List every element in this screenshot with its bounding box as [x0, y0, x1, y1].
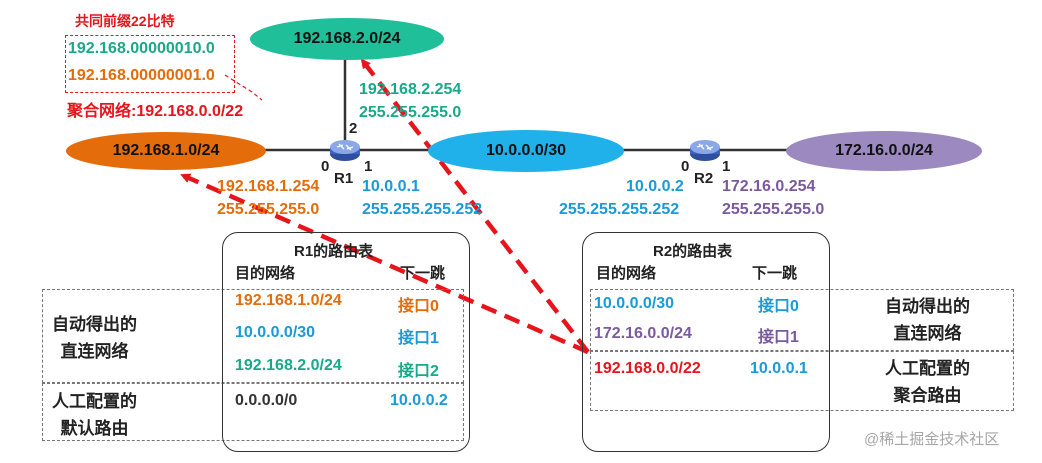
right-auto-line1: 自动得出的	[885, 297, 970, 316]
prefix-note-box	[65, 35, 235, 93]
network-middle-label: 10.0.0.0/30	[485, 142, 567, 159]
left-auto-line2: 直连网络	[60, 342, 129, 361]
right-manual-line2: 聚合路由	[893, 386, 962, 405]
r2-if1-ip: 172.16.0.254	[722, 178, 816, 195]
r2-col-next: 下一跳	[752, 265, 798, 282]
network-right: 172.16.0.0/24	[786, 131, 982, 171]
r1-port2: 2	[349, 120, 358, 137]
r2-table-box	[582, 232, 830, 452]
watermark: @稀土掘金技术社区	[864, 431, 1000, 448]
r2-table-title: R2的路由表	[653, 243, 733, 260]
r2-row0-dest: 10.0.0.0/30	[594, 295, 675, 312]
r2-row2-dest: 192.168.0.0/22	[594, 360, 701, 377]
r1-col-dest: 目的网络	[235, 265, 296, 282]
r2-row0-next: 接口0	[758, 298, 799, 315]
network-middle: 10.0.0.0/30	[428, 130, 624, 172]
r2-if0-mask: 255.255.255.252	[559, 201, 680, 218]
r1-if1-mask: 255.255.255.252	[362, 201, 483, 218]
left-manual-band	[42, 383, 464, 441]
r1-row2-dest: 192.168.2.0/24	[235, 357, 342, 374]
left-manual-line1: 人工配置的	[52, 392, 137, 411]
r1-port0: 0	[321, 158, 330, 175]
summary-arrow-top	[360, 58, 590, 354]
r1-row0-dest: 192.168.1.0/24	[235, 292, 342, 309]
right-manual-band	[590, 351, 1014, 411]
network-left: 192.168.1.0/24	[66, 132, 266, 170]
r1-if0-ip: 192.168.1.254	[217, 178, 320, 195]
right-manual-line1: 人工配置的	[885, 359, 970, 378]
prefix-note-line1-suffix: 10.0	[183, 40, 215, 57]
prefix-note-line1: 192.168.00000010.0	[68, 40, 215, 58]
prefix-note-line2: 192.168.00000001.0	[68, 67, 215, 84]
r1-col-next: 下一跳	[400, 265, 446, 282]
right-auto-band	[590, 289, 1014, 351]
left-manual-line2: 默认路由	[60, 419, 129, 438]
left-auto-band	[42, 289, 464, 383]
r2-port0: 0	[681, 158, 690, 175]
r1-row0-next: 接口0	[398, 298, 439, 315]
r2-if1-mask: 255.255.255.0	[722, 201, 825, 218]
network-right-label: 172.16.0.0/24	[835, 142, 933, 159]
r1-table-box	[222, 232, 470, 452]
prefix-note-summary: 聚合网络:192.168.0.0/22	[67, 103, 244, 120]
r1-if2-ip: 192.168.2.254	[359, 81, 462, 98]
prefix-note-line1-prefix: 192.168.000000	[68, 40, 184, 57]
r2-port1: 1	[722, 158, 731, 175]
r2-row1-next: 接口1	[758, 329, 799, 346]
r1-row1-next: 接口1	[398, 330, 439, 347]
r1-label: R1	[334, 170, 354, 187]
r2-row1-dest: 172.16.0.0/24	[594, 325, 692, 342]
r2-row2-next: 10.0.0.1	[750, 360, 808, 377]
r1-if2-mask: 255.255.255.0	[359, 104, 462, 121]
network-left-label: 192.168.1.0/24	[112, 142, 220, 159]
r1-row3-dest: 0.0.0.0/0	[235, 392, 298, 409]
r1-table-title: R1的路由表	[294, 243, 374, 260]
network-top: 192.168.2.0/24	[250, 18, 444, 60]
network-top-label: 192.168.2.0/24	[293, 30, 401, 47]
right-manual-label: 人工配置的 聚合路由	[885, 355, 970, 409]
r2-label: R2	[694, 170, 714, 187]
left-auto-label: 自动得出的 直连网络	[52, 311, 137, 365]
prefix-note-title: 共同前缀22比特	[75, 13, 175, 29]
right-auto-line2: 直连网络	[893, 324, 962, 343]
r1-row2-next: 接口2	[398, 363, 439, 380]
r1-row1-dest: 10.0.0.0/30	[235, 324, 316, 341]
r1-if0-mask: 255.255.255.0	[217, 201, 320, 218]
r1-port1: 1	[364, 158, 373, 175]
r1-row3-next: 10.0.0.2	[390, 392, 448, 409]
left-manual-label: 人工配置的 默认路由	[52, 388, 137, 442]
right-auto-label: 自动得出的 直连网络	[885, 293, 970, 347]
router-r1-icon	[330, 140, 360, 161]
r2-col-dest: 目的网络	[596, 265, 657, 282]
r1-if1-ip: 10.0.0.1	[362, 178, 420, 195]
left-auto-line1: 自动得出的	[52, 315, 137, 334]
router-r2-icon	[690, 140, 720, 161]
r2-if0-ip: 10.0.0.2	[626, 178, 684, 195]
